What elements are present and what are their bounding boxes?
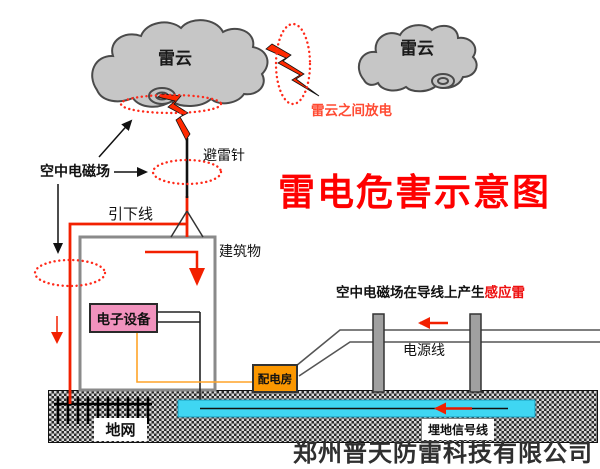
cloud-right-label: 雷云: [400, 39, 434, 58]
field-ellipse-ground: [33, 258, 107, 288]
utility-poles: [372, 313, 482, 393]
ground-grid-label-box: 地网: [94, 418, 147, 441]
buried-signal-line-label: 埋地信号线: [427, 423, 488, 437]
field-ellipse-cloud-base: [119, 93, 223, 115]
overhead-power-lines: [295, 329, 600, 377]
buried-signal-line-bar: [177, 399, 536, 418]
thundercloud-right: [358, 24, 478, 93]
power-line-label: 电源线: [403, 342, 445, 358]
buried-signal-line-label-box: 埋地信号线: [422, 419, 494, 440]
lightning-rod-label: 避雷针: [203, 147, 245, 163]
down-conductor-label: 引下线: [108, 206, 154, 223]
down-conductor-wire: [68, 196, 189, 404]
lightning-rod: [170, 138, 204, 238]
building-label: 建筑物: [219, 243, 261, 259]
induced-note-red: 感应雷: [484, 285, 526, 300]
em-field-ellipses: [33, 22, 312, 288]
lightning-bolt-to-rod: [157, 93, 191, 141]
em-field-pointer-arrows: [53, 119, 148, 254]
induced-note-black: 空中电磁场在导线上产生: [336, 285, 485, 300]
ground-grid-label: 地网: [105, 422, 136, 439]
diagram-title: 雷电危害示意图: [278, 172, 551, 213]
electronic-equipment-label: 电子设备: [96, 312, 151, 327]
distribution-room-label: 配电房: [257, 373, 293, 386]
building-surge-arrow: [145, 250, 205, 286]
air-em-field-label: 空中电磁场: [40, 163, 110, 179]
induced-lightning-note: 空中电磁场在导线上产生感应雷: [336, 286, 525, 300]
lightning-bolt-cloud-to-cloud: [265, 43, 320, 97]
field-ellipse-rod: [151, 158, 223, 186]
field-ellipse-discharge: [274, 22, 312, 106]
cloud-left-label: 雷云: [158, 49, 192, 68]
cloud-discharge-label: 雷云之间放电: [311, 103, 392, 118]
electronic-equipment-box: 电子设备: [89, 303, 158, 333]
signal-wires: [158, 311, 201, 408]
distribution-room-box: 配电房: [252, 364, 298, 393]
power-feed-wire: [136, 333, 252, 383]
company-name: 郑州普天防雷科技有限公司: [293, 440, 593, 467]
